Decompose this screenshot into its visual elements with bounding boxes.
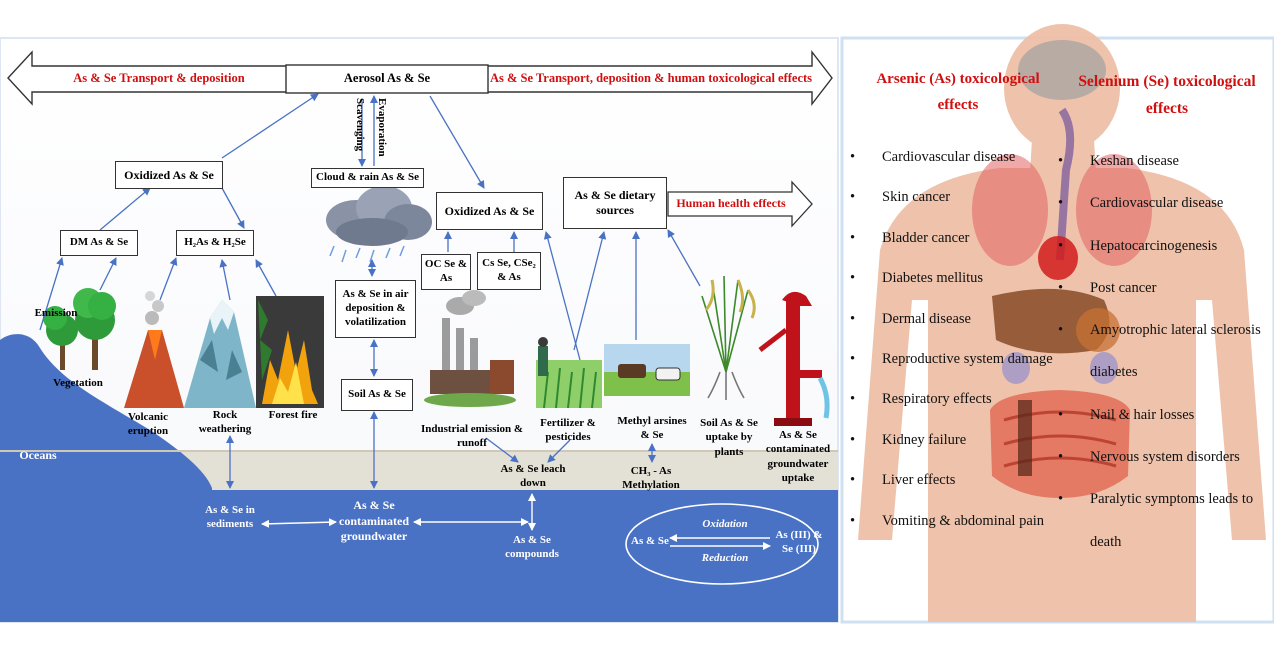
emission-label: Emission [34, 307, 78, 319]
reduction-label: Reduction [701, 552, 749, 564]
leach-label: As & Se leach down [500, 463, 566, 490]
volcano-icon [124, 291, 184, 408]
scavenging-label: Scavenging [354, 98, 366, 152]
oc-box: OC Se & As [421, 254, 471, 290]
groundwater-uptake-label: As & Se contaminated groundwater uptake [765, 429, 831, 484]
fertilizer-label: Fertilizer & pesticides [540, 417, 596, 444]
rain-cloud-icon [326, 186, 432, 263]
volcanic-label: Volcanic eruption [127, 411, 169, 438]
cloud-box: Cloud & rain As & Se [311, 168, 424, 188]
transport-left-label: As & Se Transport & deposition [73, 71, 245, 85]
ocean-shape [0, 334, 212, 492]
redox-ellipse [625, 503, 819, 585]
ase-label: As & Se [631, 535, 669, 547]
rice-plant-icon [701, 275, 756, 400]
h2-box: H₂As & H₂Se [176, 230, 254, 256]
arsenic-effect-item: Reproductive system damage [846, 339, 1076, 380]
arsenic-effect-item: Diabetes mellitus [846, 258, 1076, 299]
aerosol-box-label: Aerosol As & Se [343, 71, 431, 85]
as3-label: As (III) & Se (III) [775, 529, 823, 556]
selenium-effect-item: Paralytic symptoms leads to death [1054, 478, 1274, 563]
oxidized-mid-box: Oxidized As & Se [436, 192, 543, 230]
selenium-effect-item: Cardiovascular disease [1054, 182, 1274, 225]
arsenic-effect-item: Bladder cancer [846, 218, 1076, 259]
selenium-effect-item: Amyotrophic lateral sclerosis diabetes [1054, 309, 1274, 394]
arsenic-effect-item: Kidney failure [846, 420, 1076, 461]
cs-box: Cs Se, CSe₂ & As [477, 252, 541, 290]
rock-mountain-icon [184, 300, 256, 408]
selenium-effect-item: Nail & hair losses [1054, 394, 1274, 437]
arsenic-effects-list: Cardiovascular diseaseSkin cancerBladder… [846, 137, 1076, 541]
transport-right-label: As & Se Transport, deposition & human to… [489, 71, 813, 85]
methylation-label: CH₃ - As Methylation [622, 465, 680, 492]
selenium-effects-list: Keshan diseaseCardiovascular diseaseHepa… [1054, 140, 1274, 563]
human-health-label: Human health effects [676, 196, 786, 210]
arsenic-effect-item: Liver effects [846, 460, 1076, 501]
forest-fire-icon [256, 296, 324, 408]
evaporation-label: Evaporation [376, 98, 388, 157]
air-deposition-box: As & Se in air deposition & volatilizati… [335, 280, 416, 338]
industrial-label: Industrial emission & runoff [420, 423, 524, 450]
selenium-effect-item: Nervous system disorders [1054, 436, 1274, 479]
oxidation-label: Oxidation [702, 518, 748, 530]
sediments-label: As & Se in sediments [205, 504, 255, 531]
factory-icon [424, 290, 516, 407]
dietary-box: As & Se dietary sources [563, 177, 667, 229]
soil-box: Soil As & Se [341, 379, 413, 411]
arsenic-effect-item: Skin cancer [846, 177, 1076, 218]
dm-box: DM As & Se [60, 230, 138, 256]
compounds-label: As & Se compounds [505, 534, 559, 561]
methyl-label: Methyl arsines & Se [617, 415, 687, 442]
rock-label: Rock weathering [198, 409, 252, 436]
vegetation-label: Vegetation [53, 377, 103, 389]
selenium-title: Selenium (Se) toxicological effects [1078, 73, 1256, 118]
groundwater-body [0, 490, 838, 622]
crop-field-icon [536, 337, 602, 409]
selenium-effect-item: Hepatocarcinogenesis [1054, 225, 1274, 268]
arsenic-effect-item: Dermal disease [846, 299, 1076, 340]
soil-uptake-label: Soil As & Se uptake by plants [700, 417, 758, 458]
oceans-label: Oceans [19, 448, 57, 462]
forest-label: Forest fire [268, 409, 318, 421]
human-health-arrow [667, 180, 813, 228]
oxidized-left-box: Oxidized As & Se [115, 161, 223, 189]
arsenic-title: Arsenic (As) toxicological effects [876, 71, 1040, 114]
cattle-icon [604, 344, 690, 396]
groundwater-label: As & Se contaminated groundwater [339, 498, 409, 544]
arsenic-effect-item: Vomiting & abdominal pain [846, 501, 1076, 542]
selenium-effect-item: Keshan disease [1054, 140, 1274, 183]
arsenic-effect-item: Respiratory effects [846, 379, 1076, 420]
arsenic-effect-item: Cardiovascular disease [846, 137, 1076, 178]
selenium-effect-item: Post cancer [1054, 267, 1274, 310]
tree-icon [43, 288, 116, 370]
water-pump-icon [758, 291, 830, 426]
